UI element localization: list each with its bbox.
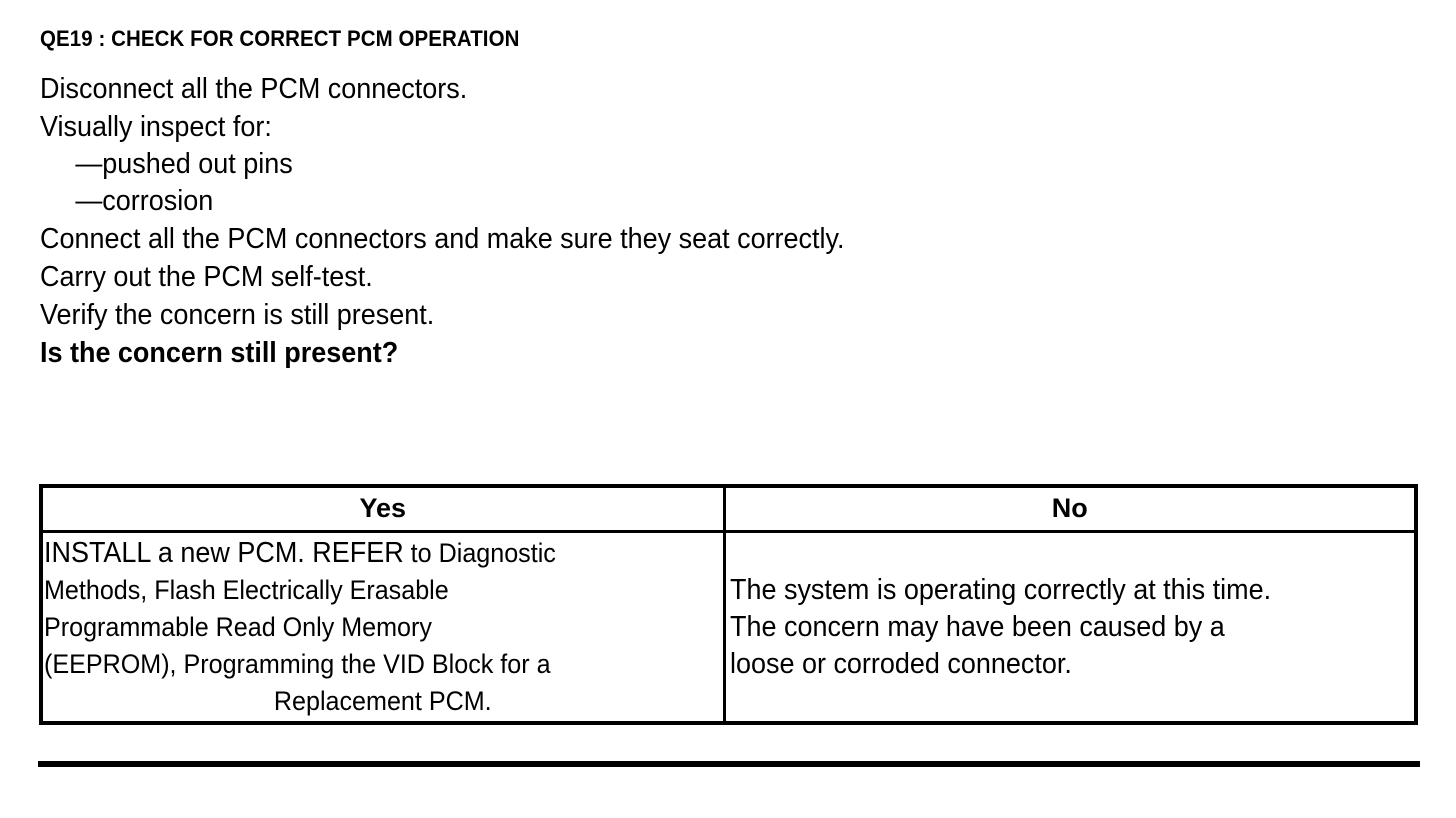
- step-line: Verify the concern is still present.: [40, 299, 435, 331]
- page-title: QE19 : CHECK FOR CORRECT PCM OPERATION: [40, 26, 520, 51]
- column-header-yes: Yes: [39, 484, 726, 533]
- cell-line: (EEPROM), Programming the VID Block for …: [44, 648, 551, 679]
- cell-line: The concern may have been caused by a: [729, 610, 1225, 643]
- decision-table: Yes No INSTALL a new PCM. REFER to Diagn…: [39, 484, 1418, 725]
- instruction-steps: Disconnect all the PCM connectors. Visua…: [40, 70, 1420, 372]
- cell-line: Methods, Flash Electrically Erasable: [44, 574, 449, 605]
- table-row: INSTALL a new PCM. REFER to Diagnostic M…: [39, 530, 1418, 725]
- step-bullet: —corrosion: [75, 185, 214, 217]
- step-bullet: —pushed out pins: [75, 148, 293, 180]
- column-header-no: No: [722, 484, 1418, 533]
- cell-line-segment: to Diagnostic: [403, 537, 556, 568]
- table-header-row: Yes No: [39, 484, 1418, 533]
- cell-line: INSTALL a new PCM. REFER to Diagnostic: [44, 535, 674, 572]
- section-divider-rule: [38, 761, 1420, 767]
- cell-yes-action: INSTALL a new PCM. REFER to Diagnostic M…: [39, 530, 726, 725]
- cell-no-action: The system is operating correctly at thi…: [722, 530, 1418, 725]
- decision-question: Is the concern still present?: [40, 337, 399, 369]
- cell-line-segment: INSTALL a new PCM. REFER: [44, 536, 404, 569]
- cell-line: Replacement PCM.: [273, 685, 492, 716]
- step-line: Carry out the PCM self-test.: [40, 261, 373, 293]
- cell-line: Programmable Read Only Memory: [44, 611, 432, 642]
- cell-line: The system is operating correctly at thi…: [729, 573, 1271, 606]
- step-line: Disconnect all the PCM connectors.: [40, 73, 468, 105]
- step-line: Visually inspect for:: [40, 111, 272, 143]
- cell-line: loose or corroded connector.: [729, 647, 1072, 680]
- step-line: Connect all the PCM connectors and make …: [40, 223, 845, 255]
